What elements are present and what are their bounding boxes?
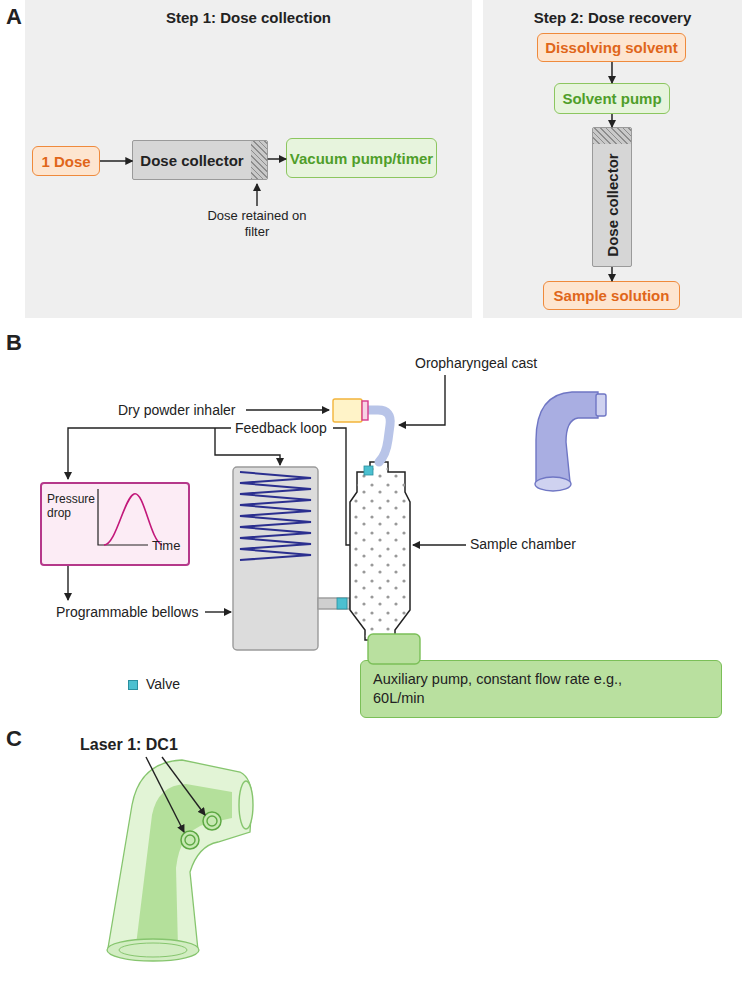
flow-arrow bbox=[611, 267, 613, 281]
illustration-part bbox=[413, 544, 466, 545]
illustration-part bbox=[239, 781, 253, 829]
panel-letter: B bbox=[6, 330, 22, 356]
illustration-part bbox=[68, 428, 231, 479]
box-label: Auxiliary pump, constant flow rate e.g.,… bbox=[373, 670, 628, 708]
illustration-part bbox=[333, 399, 362, 422]
illustration-part bbox=[233, 467, 318, 650]
illustration-part bbox=[107, 939, 199, 961]
flow-arrow bbox=[100, 160, 132, 162]
illustration-part bbox=[240, 472, 311, 560]
illustration-part bbox=[136, 784, 232, 948]
callout-label: Oropharyngeal cast bbox=[415, 355, 537, 372]
callout-label: Sample chamber bbox=[470, 536, 576, 553]
illustration-part bbox=[100, 62, 612, 281]
box-label: Dissolving solvent bbox=[545, 39, 678, 56]
flow-arrow bbox=[611, 62, 613, 83]
illustration-part bbox=[350, 462, 410, 640]
panel: Step 1: Dose collection 1 Dose Dose collec… bbox=[25, 0, 472, 318]
panel-heading: Step 1: Dose collection bbox=[25, 9, 472, 26]
illustration-part bbox=[596, 394, 606, 416]
pressure-graph-box: Pressure dropTime bbox=[40, 482, 190, 566]
illustration-part bbox=[104, 494, 162, 545]
box-label: Dose collector bbox=[140, 152, 243, 169]
box-label: 1 Dose bbox=[41, 153, 90, 170]
box-label: Vacuum pump/timer bbox=[290, 150, 433, 167]
box-label: Sample solution bbox=[554, 287, 670, 304]
illustration-part bbox=[68, 184, 606, 961]
illustration-part bbox=[535, 477, 571, 491]
illustration-part bbox=[256, 184, 257, 206]
flow-arrow bbox=[611, 114, 613, 127]
legend-swatch bbox=[128, 680, 138, 690]
illustration-part bbox=[207, 816, 217, 826]
input-box: Dissolving solvent bbox=[537, 33, 686, 62]
dose-collector: Dose collector bbox=[132, 140, 267, 180]
callout-label: Laser 1: DC1 bbox=[80, 735, 178, 754]
legend-text: Valve bbox=[146, 676, 180, 693]
illustration-part bbox=[181, 831, 199, 849]
box-label: Solvent pump bbox=[562, 90, 661, 107]
callout-label: Dry powder inhaler bbox=[118, 402, 236, 419]
pump-box: Solvent pump bbox=[554, 83, 669, 114]
filter-hatch bbox=[251, 141, 267, 179]
input-box: 1 Dose bbox=[32, 146, 100, 176]
illustration-part bbox=[246, 409, 329, 410]
box-label: Time bbox=[152, 538, 180, 553]
panel-letter: C bbox=[6, 726, 22, 752]
illustration-part bbox=[162, 757, 205, 815]
illustration-part bbox=[536, 392, 598, 482]
illustration-part bbox=[108, 760, 252, 950]
illustration-part bbox=[362, 401, 368, 420]
flow-arrow bbox=[268, 158, 286, 160]
box-label: Pressure drop bbox=[47, 492, 99, 521]
illustration-part bbox=[368, 634, 420, 664]
illustration-part bbox=[350, 462, 410, 640]
illustration-part bbox=[337, 598, 347, 609]
illustration-part bbox=[205, 611, 231, 612]
illustration-part bbox=[333, 428, 350, 545]
annotation: Dose retained on filter bbox=[198, 208, 316, 239]
callout-label: Feedback loop bbox=[235, 420, 327, 437]
callout-label: Programmable bellows bbox=[56, 604, 198, 621]
illustration-part bbox=[146, 757, 184, 832]
illustration-part bbox=[368, 410, 390, 462]
auxiliary-pump-box: Auxiliary pump, constant flow rate e.g.,… bbox=[360, 660, 722, 718]
dose-collector: Dose collector bbox=[592, 127, 632, 267]
illustration-part bbox=[119, 943, 187, 957]
pump-box: Vacuum pump/timer bbox=[286, 138, 437, 178]
illustration-part bbox=[318, 598, 350, 609]
box-label: Dose collector bbox=[604, 154, 621, 257]
illustration-part bbox=[185, 835, 195, 845]
illustration-part bbox=[203, 812, 221, 830]
panel-heading: Step 2: Dose recovery bbox=[483, 9, 742, 26]
output-box: Sample solution bbox=[543, 281, 680, 310]
illustration-part bbox=[67, 566, 68, 600]
illustration-part bbox=[399, 375, 445, 425]
illustration-part bbox=[215, 428, 280, 465]
filter-hatch bbox=[593, 128, 631, 144]
panel-letter: A bbox=[6, 4, 22, 30]
illustration-part bbox=[364, 466, 373, 475]
